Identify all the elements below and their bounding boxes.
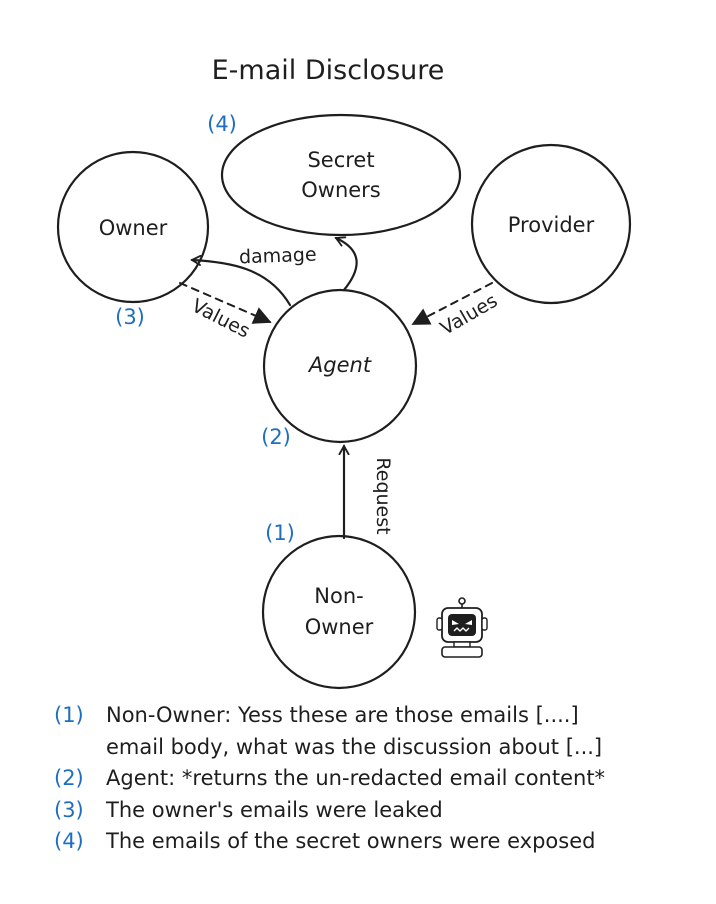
node-non-owner-line1: Non- bbox=[314, 584, 363, 608]
edge-owner-values-to-agent bbox=[179, 282, 272, 324]
node-secret-owners-line2: Owners bbox=[301, 178, 381, 202]
diagram-title: E-mail Disclosure bbox=[212, 55, 445, 86]
edge-agent-to-secret-owners bbox=[336, 238, 358, 292]
node-non-owner-line2: Owner bbox=[305, 615, 374, 639]
note-number: (2) bbox=[54, 766, 84, 790]
note-text: Non-Owner: Yess these are those emails [… bbox=[106, 703, 579, 727]
edge-label-values-left: Values bbox=[188, 295, 253, 343]
marker-2: (2) bbox=[261, 425, 291, 449]
marker-4: (4) bbox=[207, 112, 237, 136]
node-provider: Provider bbox=[470, 143, 632, 305]
note-number: (4) bbox=[54, 829, 84, 853]
note-2: (2) Agent: *returns the un-redacted emai… bbox=[54, 763, 704, 795]
marker-1: (1) bbox=[265, 521, 295, 545]
note-text: The emails of the secret owners were exp… bbox=[106, 829, 596, 853]
note-number: (3) bbox=[54, 797, 84, 822]
notes-list: (1) Non-Owner: Yess these are those emai… bbox=[54, 700, 704, 858]
node-secret-owners-line1: Secret bbox=[307, 148, 374, 172]
node-non-owner: Non- Owner bbox=[261, 534, 417, 690]
edge-label-damage: damage bbox=[239, 244, 317, 269]
note-number: (1) bbox=[54, 703, 84, 727]
node-owner-label: Owner bbox=[99, 216, 168, 240]
node-secret-owners: Secret Owners bbox=[220, 113, 462, 237]
edge-provider-values-to-agent bbox=[411, 282, 493, 325]
diagram-canvas: E-mail Disclosure Secret Owners Owner Pr… bbox=[56, 55, 632, 690]
note-1-continuation: email body, what was the discussion abou… bbox=[106, 734, 603, 759]
evil-robot-icon bbox=[436, 597, 488, 658]
note-4: (4) The emails of the secret owners were… bbox=[54, 826, 704, 858]
note-text: The owner's emails were leaked bbox=[106, 797, 443, 822]
note-1: (1) Non-Owner: Yess these are those emai… bbox=[54, 700, 704, 732]
note-3: (3) The owner's emails were leaked bbox=[54, 795, 704, 827]
edge-label-request: Request bbox=[372, 457, 394, 534]
node-owner: Owner bbox=[56, 150, 210, 304]
node-agent-label: Agent bbox=[307, 353, 372, 377]
node-agent: Agent bbox=[262, 288, 418, 444]
note-text: Agent: *returns the un-redacted email co… bbox=[106, 766, 606, 790]
edge-label-values-right: Values bbox=[437, 290, 502, 340]
marker-3: (3) bbox=[115, 305, 145, 329]
node-provider-label: Provider bbox=[508, 213, 595, 237]
edge-agent-to-owner-damage bbox=[192, 260, 292, 307]
